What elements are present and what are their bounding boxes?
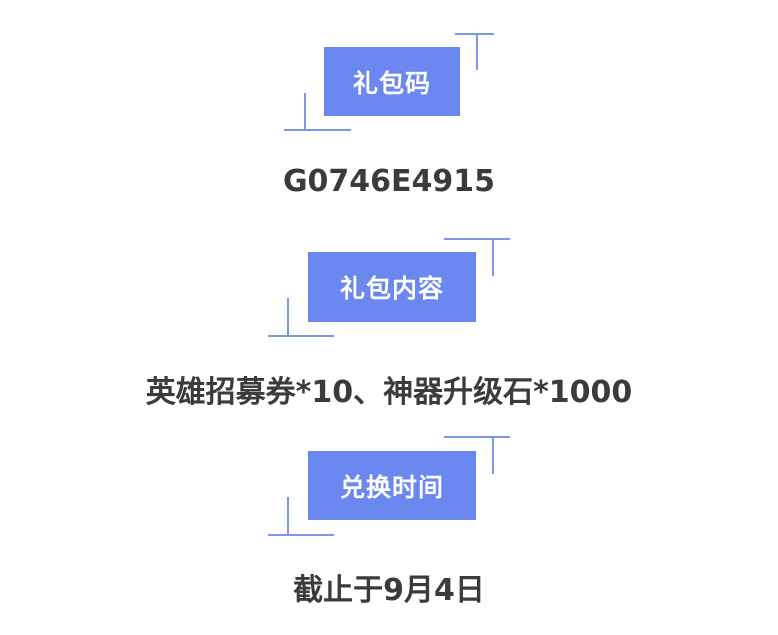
- gift-content-label: 礼包内容: [308, 252, 476, 322]
- gift-content-value: 英雄招募券*10、神器升级石*1000: [145, 375, 633, 410]
- redeem-time-label: 兑换时间: [308, 451, 476, 520]
- redeem-time-value: 截止于9月4日: [293, 573, 485, 608]
- gift-code-label: 礼包码: [324, 47, 460, 116]
- gift-code-value: G0746E4915: [282, 164, 496, 199]
